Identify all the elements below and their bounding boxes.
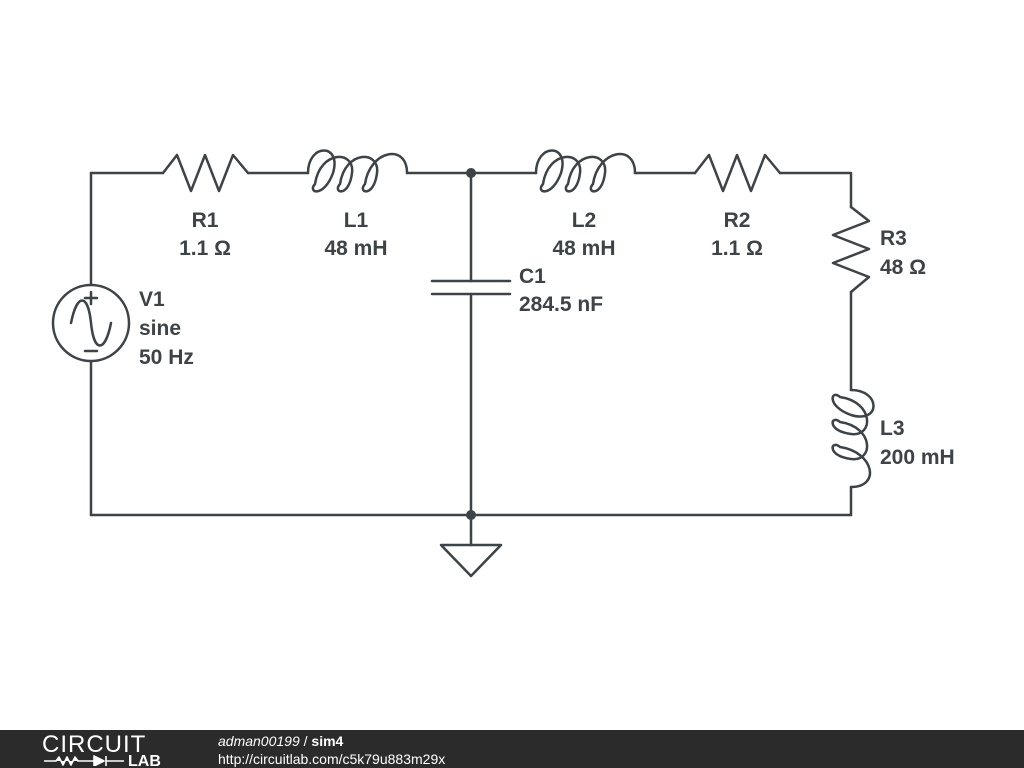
footer-info: adman00199 / sim4 http://circuitlab.com/… xyxy=(218,732,445,768)
r2-name: R2 xyxy=(724,209,751,232)
inductor-l2 xyxy=(534,149,637,193)
circuitlab-logo[interactable]: CIRCUIT LAB xyxy=(42,732,182,766)
r1-value: 1.1 Ω xyxy=(179,237,231,260)
l3-value: 200 mH xyxy=(880,446,955,469)
resistor-r3 xyxy=(831,205,871,294)
resistor-r1 xyxy=(161,153,250,193)
wire-r2-right xyxy=(778,171,853,209)
inductor-l1 xyxy=(306,149,409,193)
ground-icon xyxy=(439,543,503,578)
circuit-url[interactable]: http://circuitlab.com/c5k79u883m29x xyxy=(218,751,446,767)
l2-name: L2 xyxy=(572,209,597,232)
junction-top xyxy=(466,168,476,178)
resistor-r2 xyxy=(693,153,782,193)
inductor-l3 xyxy=(831,388,875,489)
r3-name: R3 xyxy=(880,227,907,250)
l1-name: L1 xyxy=(344,209,369,232)
v1-type: sine xyxy=(139,317,181,340)
sine-source-v1 xyxy=(51,283,131,363)
logo-waveform-icon xyxy=(44,755,124,766)
l3-name: L3 xyxy=(880,417,905,440)
logo-text-lab: LAB xyxy=(128,753,161,766)
circuit-schematic: R1 1.1 Ω L1 48 mH L2 48 mH R2 1.1 Ω R3 4… xyxy=(51,149,955,578)
sine-wave-icon xyxy=(69,299,113,347)
r3-value: 48 Ω xyxy=(880,256,926,279)
footer-bar: CIRCUIT LAB adman00199 / sim4 http://cir… xyxy=(0,730,1024,768)
l2-value: 48 mH xyxy=(552,237,615,260)
r2-value: 1.1 Ω xyxy=(711,237,763,260)
circuit-title[interactable]: sim4 xyxy=(311,733,344,749)
r1-name: R1 xyxy=(192,209,219,232)
footer-separator: / xyxy=(299,733,312,749)
author-link[interactable]: adman00199 xyxy=(218,733,300,749)
c1-name: C1 xyxy=(519,265,546,288)
v1-value: 50 Hz xyxy=(139,346,194,369)
logo-text-circuit: CIRCUIT xyxy=(42,732,146,758)
v1-name: V1 xyxy=(139,288,165,311)
junction-bottom xyxy=(466,510,476,520)
l1-value: 48 mH xyxy=(324,237,387,260)
plus-sign-icon xyxy=(83,290,99,306)
c1-value: 284.5 nF xyxy=(519,293,603,316)
